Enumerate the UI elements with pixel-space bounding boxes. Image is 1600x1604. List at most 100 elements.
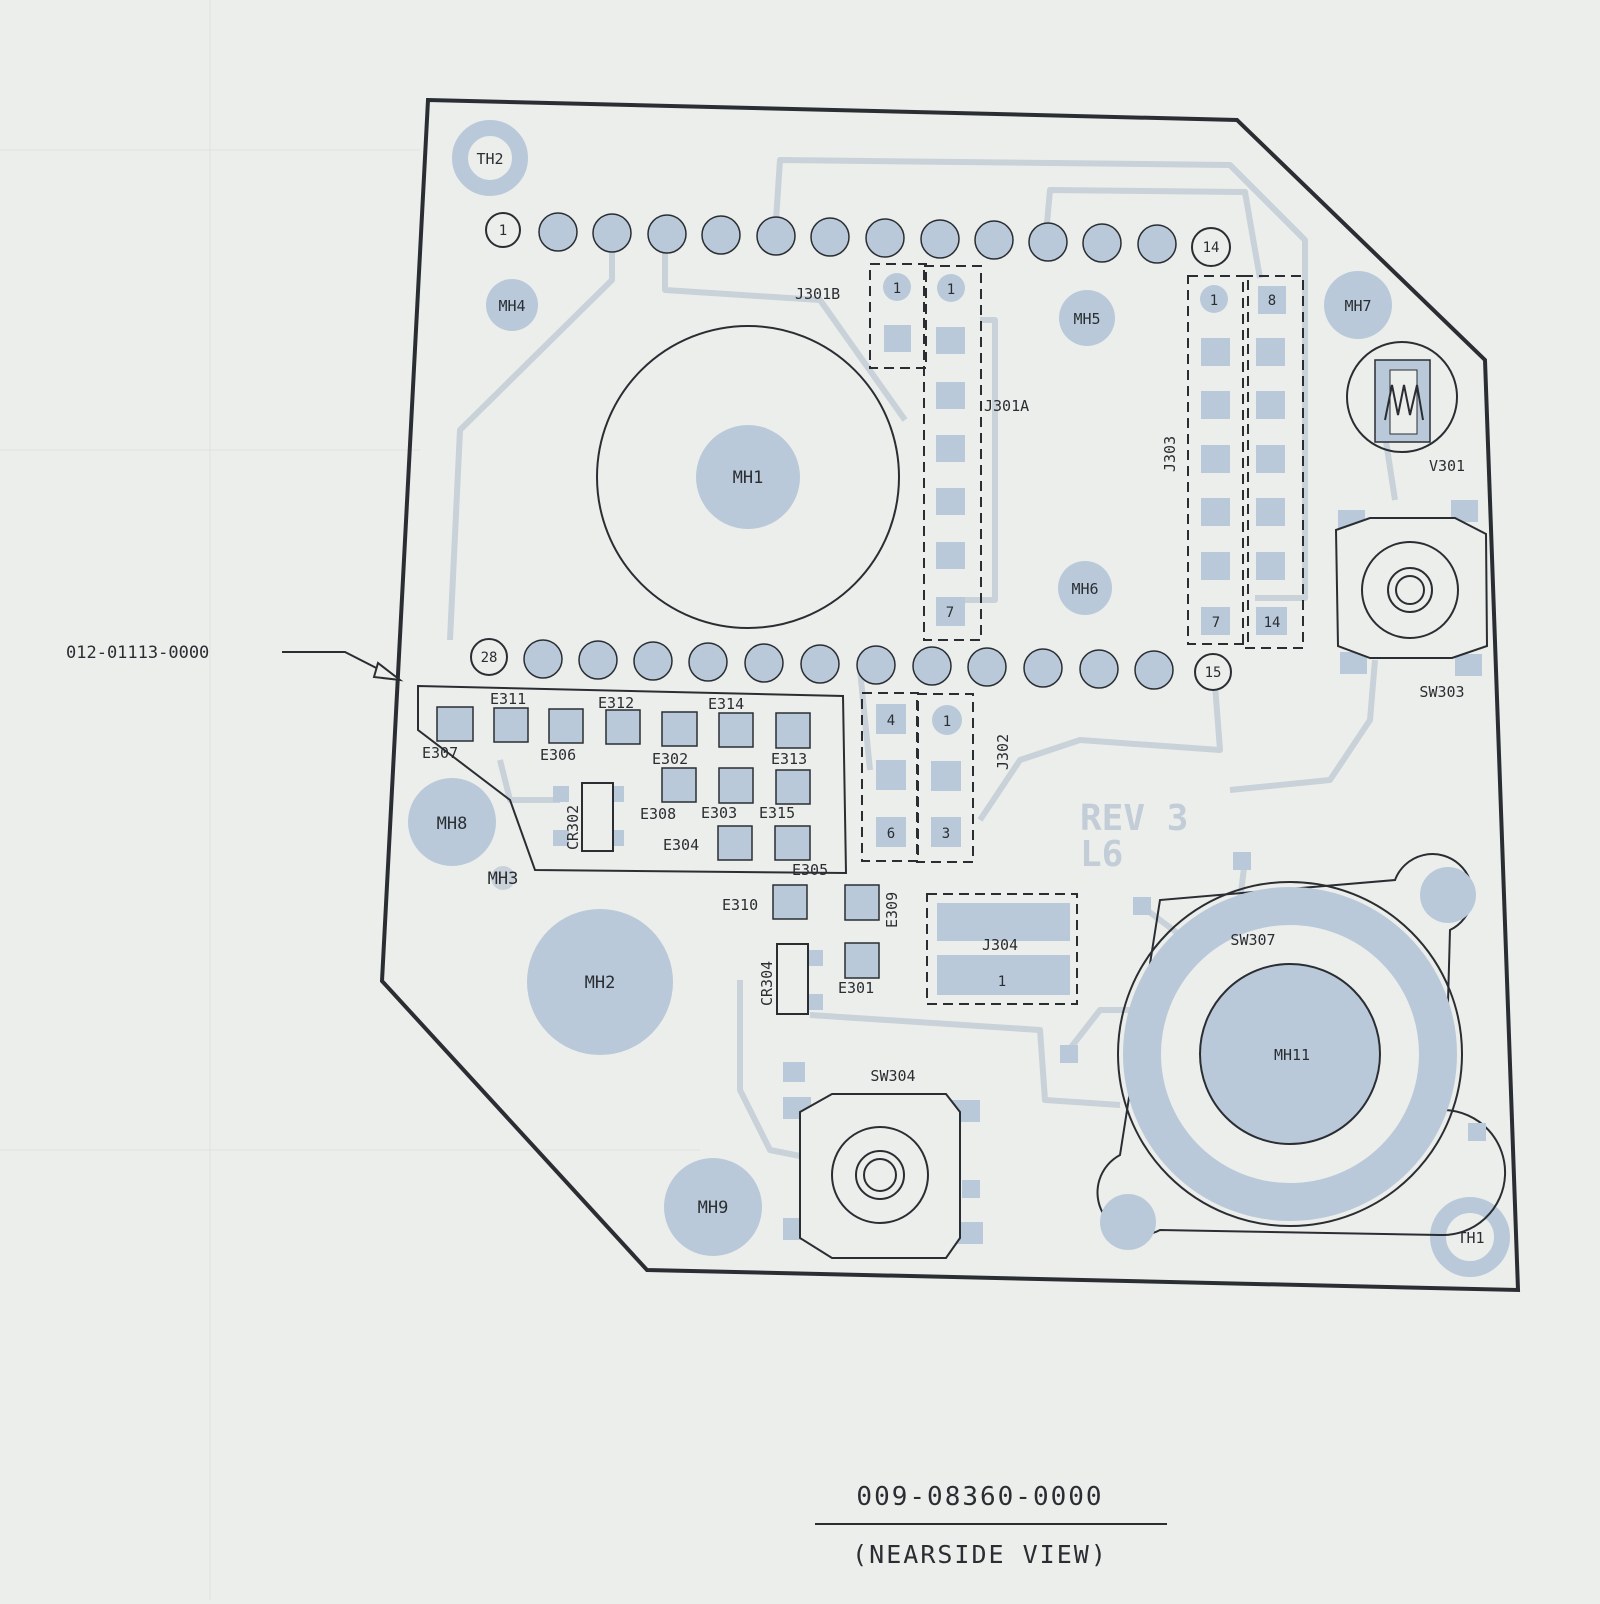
svg-text:E301: E301 bbox=[838, 979, 874, 997]
header-pin-14 bbox=[1191, 227, 1231, 267]
through-hole-th1: TH1 bbox=[1430, 1197, 1510, 1277]
header-pin-1 bbox=[485, 212, 521, 248]
component-cr302: CR302 bbox=[553, 782, 624, 852]
svg-text:TH2: TH2 bbox=[476, 150, 503, 168]
mounting-hole-mh3: MH3 bbox=[488, 866, 519, 890]
connector-j303: 1 8 7 14 J303 bbox=[1161, 275, 1304, 649]
svg-text:CR304: CR304 bbox=[758, 961, 776, 1006]
svg-text:MH7: MH7 bbox=[1344, 297, 1371, 315]
part-callout-012: 012-01113-0000 bbox=[66, 643, 404, 682]
traces bbox=[447, 157, 1398, 1163]
mounting-hole-mh4: MH4 bbox=[486, 279, 538, 331]
mounting-hole-mh5: MH5 bbox=[1059, 290, 1115, 346]
svg-text:SW307: SW307 bbox=[1230, 931, 1275, 949]
test-point-labels: E307 E311 E306 E312 E302 E314 E313 E308 … bbox=[422, 690, 901, 997]
svg-text:E303: E303 bbox=[701, 804, 737, 822]
svg-text:J303: J303 bbox=[1161, 436, 1179, 472]
component-sw304: SW304 bbox=[783, 1062, 983, 1259]
header-top-pads bbox=[538, 212, 1177, 264]
svg-text:E302: E302 bbox=[652, 750, 688, 768]
svg-text:MH2: MH2 bbox=[585, 973, 616, 993]
component-sw303: SW303 bbox=[1334, 500, 1489, 701]
drawing-number: 009-08360-0000 bbox=[856, 1482, 1104, 1512]
svg-text:J304: J304 bbox=[982, 936, 1018, 954]
svg-text:E314: E314 bbox=[708, 695, 744, 713]
svg-text:J301A: J301A bbox=[984, 397, 1029, 415]
view-label: (NEARSIDE VIEW) bbox=[852, 1540, 1108, 1569]
svg-text:MH9: MH9 bbox=[698, 1198, 729, 1218]
svg-text:L6: L6 bbox=[1080, 834, 1123, 875]
sub-board-outline bbox=[417, 684, 848, 875]
mounting-hole-mh6: MH6 bbox=[1058, 561, 1112, 615]
svg-text:MH1: MH1 bbox=[733, 468, 764, 488]
svg-text:E306: E306 bbox=[540, 746, 576, 764]
svg-text:E315: E315 bbox=[759, 804, 795, 822]
test-point-pads bbox=[436, 706, 880, 979]
svg-text:J301B: J301B bbox=[795, 285, 840, 303]
component-v301: V301 bbox=[1346, 341, 1465, 475]
component-cr304: CR304 bbox=[758, 943, 823, 1015]
svg-text:MH6: MH6 bbox=[1071, 580, 1098, 598]
svg-text:14: 14 bbox=[1264, 615, 1281, 631]
svg-text:8: 8 bbox=[1268, 293, 1276, 309]
svg-text:7: 7 bbox=[946, 605, 954, 621]
header-bottom-row: 28 15 bbox=[470, 638, 1232, 691]
svg-text:E311: E311 bbox=[490, 690, 526, 708]
svg-text:1: 1 bbox=[947, 282, 955, 298]
svg-text:E305: E305 bbox=[792, 861, 828, 879]
board-outline bbox=[379, 97, 1521, 1293]
svg-text:1: 1 bbox=[893, 281, 901, 297]
svg-text:MH3: MH3 bbox=[488, 869, 519, 889]
mounting-hole-mh1: MH1 bbox=[596, 325, 900, 629]
mounting-hole-mh8: MH8 bbox=[408, 778, 496, 866]
connector-j302: 4 1 6 3 J302 bbox=[861, 692, 1012, 863]
header-top-row: 1 14 bbox=[485, 212, 1231, 267]
svg-text:CR302: CR302 bbox=[564, 805, 582, 850]
svg-text:TH1: TH1 bbox=[1457, 1229, 1484, 1247]
svg-text:MH5: MH5 bbox=[1073, 310, 1100, 328]
svg-text:MH4: MH4 bbox=[498, 297, 525, 315]
svg-text:E310: E310 bbox=[722, 896, 758, 914]
component-sw307: SW307 MH11 bbox=[1060, 852, 1506, 1250]
svg-text:MH8: MH8 bbox=[437, 814, 468, 834]
connector-j301b: 1 J301B bbox=[795, 263, 927, 369]
svg-text:V301: V301 bbox=[1429, 457, 1465, 475]
svg-text:E307: E307 bbox=[422, 744, 458, 762]
mounting-hole-mh7: MH7 bbox=[1324, 271, 1392, 339]
svg-text:4: 4 bbox=[887, 713, 895, 729]
header-pin-15 bbox=[1194, 653, 1232, 691]
svg-text:3: 3 bbox=[942, 826, 950, 842]
mounting-hole-mh2: MH2 bbox=[527, 909, 673, 1055]
svg-text:1: 1 bbox=[943, 714, 951, 730]
svg-text:REV 3: REV 3 bbox=[1080, 798, 1188, 839]
svg-text:E313: E313 bbox=[771, 750, 807, 768]
svg-text:6: 6 bbox=[887, 826, 895, 842]
svg-text:1: 1 bbox=[1210, 293, 1218, 309]
svg-text:1: 1 bbox=[998, 974, 1006, 990]
svg-text:E308: E308 bbox=[640, 805, 676, 823]
svg-text:J302: J302 bbox=[994, 734, 1012, 770]
paper-grid bbox=[0, 0, 700, 1600]
svg-text:E309: E309 bbox=[883, 892, 901, 928]
svg-text:SW303: SW303 bbox=[1419, 683, 1464, 701]
svg-text:012-01113-0000: 012-01113-0000 bbox=[66, 643, 209, 663]
svg-text:7: 7 bbox=[1212, 615, 1220, 631]
svg-text:14: 14 bbox=[1203, 240, 1220, 256]
svg-text:MH11: MH11 bbox=[1274, 1046, 1310, 1064]
footer-rule bbox=[815, 1523, 1167, 1525]
header-bottom-pads bbox=[523, 639, 1174, 690]
connector-j304: J304 1 bbox=[926, 893, 1078, 1005]
mounting-hole-mh9: MH9 bbox=[664, 1158, 762, 1256]
svg-text:SW304: SW304 bbox=[870, 1067, 915, 1085]
through-hole-th2: TH2 bbox=[452, 120, 528, 196]
svg-text:15: 15 bbox=[1205, 665, 1222, 681]
header-pin-28 bbox=[470, 638, 508, 676]
svg-text:E304: E304 bbox=[663, 836, 699, 854]
connector-j301a: 1 7 J301A bbox=[923, 265, 1029, 641]
revision-mark: REV 3 L6 bbox=[1080, 798, 1188, 875]
svg-text:1: 1 bbox=[499, 223, 507, 239]
svg-text:28: 28 bbox=[481, 650, 498, 666]
svg-text:E312: E312 bbox=[598, 694, 634, 712]
